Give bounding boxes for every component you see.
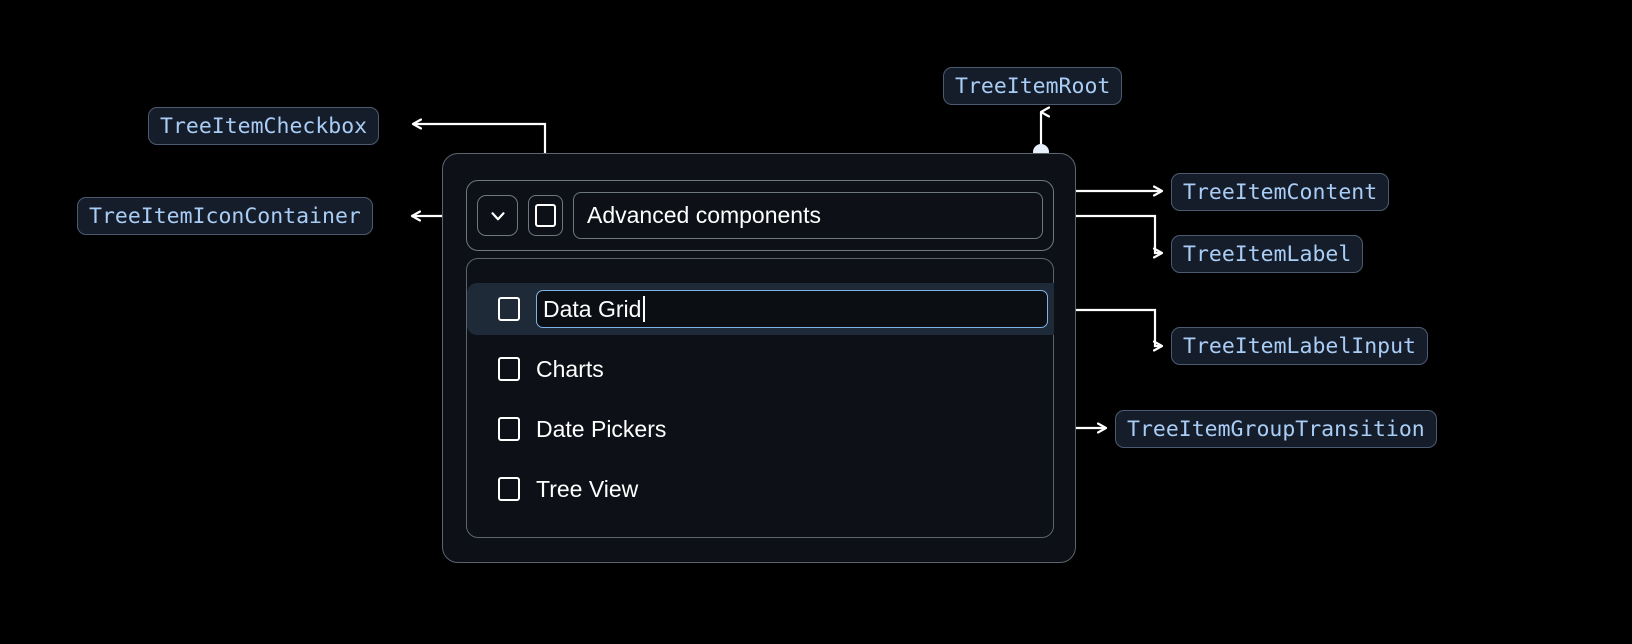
tree-item-checkbox[interactable] xyxy=(498,357,520,381)
chevron-down-icon xyxy=(487,205,509,227)
tree-item-checkbox[interactable] xyxy=(498,417,520,441)
annotation-tree-item-checkbox: TreeItemCheckbox xyxy=(148,107,380,145)
annotation-tree-item-group-transition: TreeItemGroupTransition xyxy=(1115,410,1437,448)
annotation-tree-item-content: TreeItemContent xyxy=(1171,173,1390,211)
annotation-tree-item-label: TreeItemLabel xyxy=(1171,235,1364,273)
label-input-value: Data Grid xyxy=(543,295,642,322)
tree-item-label: Tree View xyxy=(536,475,639,502)
text-caret xyxy=(643,296,646,322)
tree-item-label: Date Pickers xyxy=(536,415,667,442)
tree-item-label: Charts xyxy=(536,355,604,382)
annotation-tree-item-label-input: TreeItemLabelInput xyxy=(1171,327,1428,365)
tree-item-icon-container[interactable] xyxy=(477,195,518,236)
checkbox-box-icon xyxy=(535,204,556,227)
annotation-tree-item-root: TreeItemRoot xyxy=(943,67,1123,105)
tree-item-label[interactable]: Advanced components xyxy=(573,192,1043,239)
tree-item-group-transition: Data Grid Charts Date Pickers Tree View xyxy=(466,258,1054,538)
tree-item-checkbox[interactable] xyxy=(528,195,563,236)
tree-item-row[interactable]: Tree View xyxy=(467,463,1053,515)
tree-item-checkbox[interactable] xyxy=(498,477,520,501)
tree-item-row[interactable]: Date Pickers xyxy=(467,403,1053,455)
annotation-tree-item-icon-container: TreeItemIconContainer xyxy=(77,197,373,235)
tree-item-row[interactable]: Charts xyxy=(467,343,1053,395)
tree-item-label-input[interactable]: Data Grid xyxy=(536,290,1048,328)
tree-item-checkbox[interactable] xyxy=(498,297,520,321)
tree-item-row[interactable]: Data Grid xyxy=(467,283,1054,335)
tree-item-content[interactable]: Advanced components xyxy=(466,180,1054,251)
